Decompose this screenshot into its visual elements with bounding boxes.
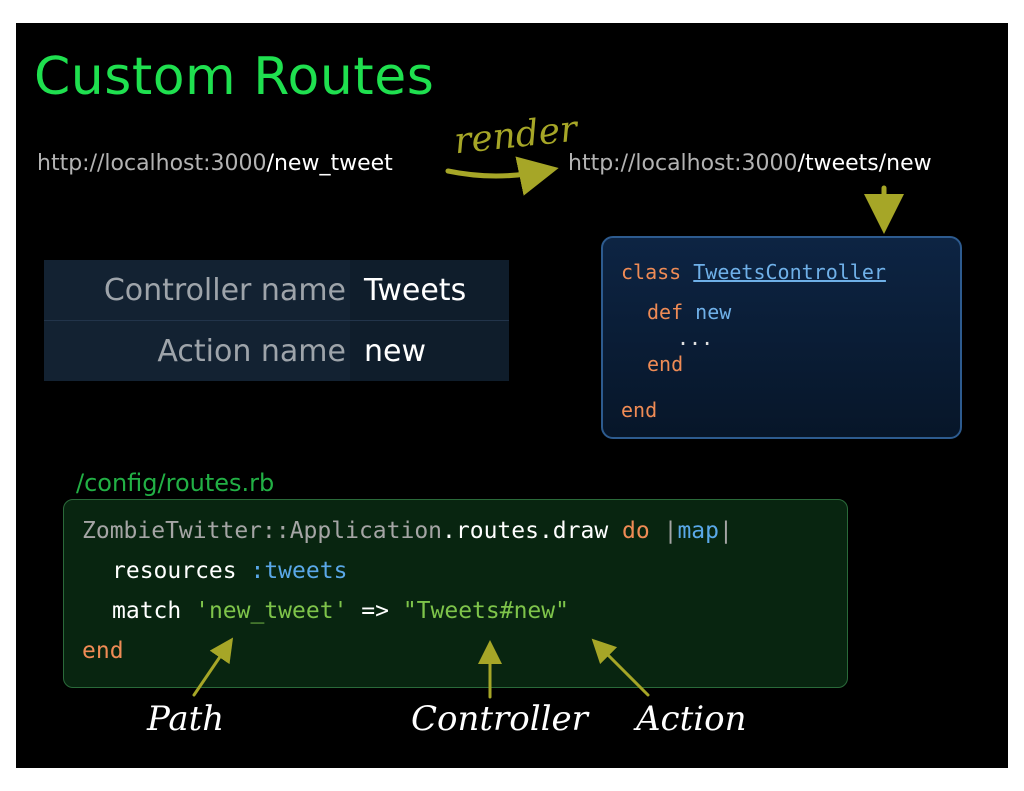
action-name-value: new (350, 320, 509, 381)
app-object: ZombieTwitter::Application (82, 518, 443, 544)
table-row: Controller name Tweets (44, 260, 509, 321)
target-url: http://localhost:3000/tweets/new (568, 151, 932, 176)
code-end-method: end (647, 352, 684, 376)
path-annotation: Path (147, 699, 225, 739)
path-pointer-arrow (192, 637, 234, 697)
source-url-host: http://localhost:3000 (37, 151, 267, 176)
routes-code-box: ZombieTwitter::Application.routes.draw d… (63, 499, 848, 688)
method-name: new (695, 300, 732, 324)
routes-draw-call: .routes.draw (442, 518, 623, 544)
table-row: Action name new (44, 320, 509, 381)
controller-name-label: Controller name (44, 260, 350, 321)
def-keyword: def (647, 300, 684, 324)
annotation-arrows (192, 156, 904, 699)
source-url-path: /new_tweet (266, 151, 393, 176)
source-url: http://localhost:3000/new_tweet (37, 151, 393, 176)
code-end-class: end (621, 398, 658, 422)
route-name-table: Controller name Tweets Action name new (44, 260, 509, 381)
hash-arrow: => (347, 598, 403, 624)
do-keyword: do (622, 518, 650, 544)
block-pipe-close: | (719, 518, 733, 544)
path-string: 'new_tweet' (195, 598, 348, 624)
routes-file-label: /config/routes.rb (76, 469, 275, 497)
controller-name-value: Tweets (350, 260, 509, 321)
match-call: match (112, 598, 196, 624)
controller-annotation: Controller (411, 699, 588, 739)
slide: Custom Routes http://localhost:3000/new_… (16, 23, 1008, 768)
slide-title: Custom Routes (34, 47, 435, 107)
routes-line-4: end (82, 638, 124, 664)
target-url-path: /tweets/new (797, 151, 932, 176)
resources-call: resources (112, 558, 251, 584)
code-line-class: class TweetsController (621, 260, 886, 284)
routes-line-2: resources :tweets (112, 558, 347, 584)
action-annotation: Action (636, 699, 747, 739)
routes-line-3: match 'new_tweet' => "Tweets#new" (112, 598, 569, 624)
code-ellipsis: ... (677, 326, 714, 350)
block-param: map (677, 518, 719, 544)
block-pipe-open: | (649, 518, 678, 544)
render-arrow (445, 156, 559, 196)
action-pointer-arrow (591, 638, 650, 697)
action-name-label: Action name (44, 320, 350, 381)
target-string: "Tweets#new" (402, 598, 569, 624)
controller-code-box: class TweetsController def new ... end e… (601, 236, 962, 439)
class-keyword: class (621, 260, 682, 284)
target-url-host: http://localhost:3000 (568, 151, 798, 176)
tweets-symbol: :tweets (250, 558, 348, 584)
code-line-def: def new (647, 300, 731, 324)
routes-line-1: ZombieTwitter::Application.routes.draw d… (82, 518, 733, 544)
class-name: TweetsController (693, 260, 886, 284)
